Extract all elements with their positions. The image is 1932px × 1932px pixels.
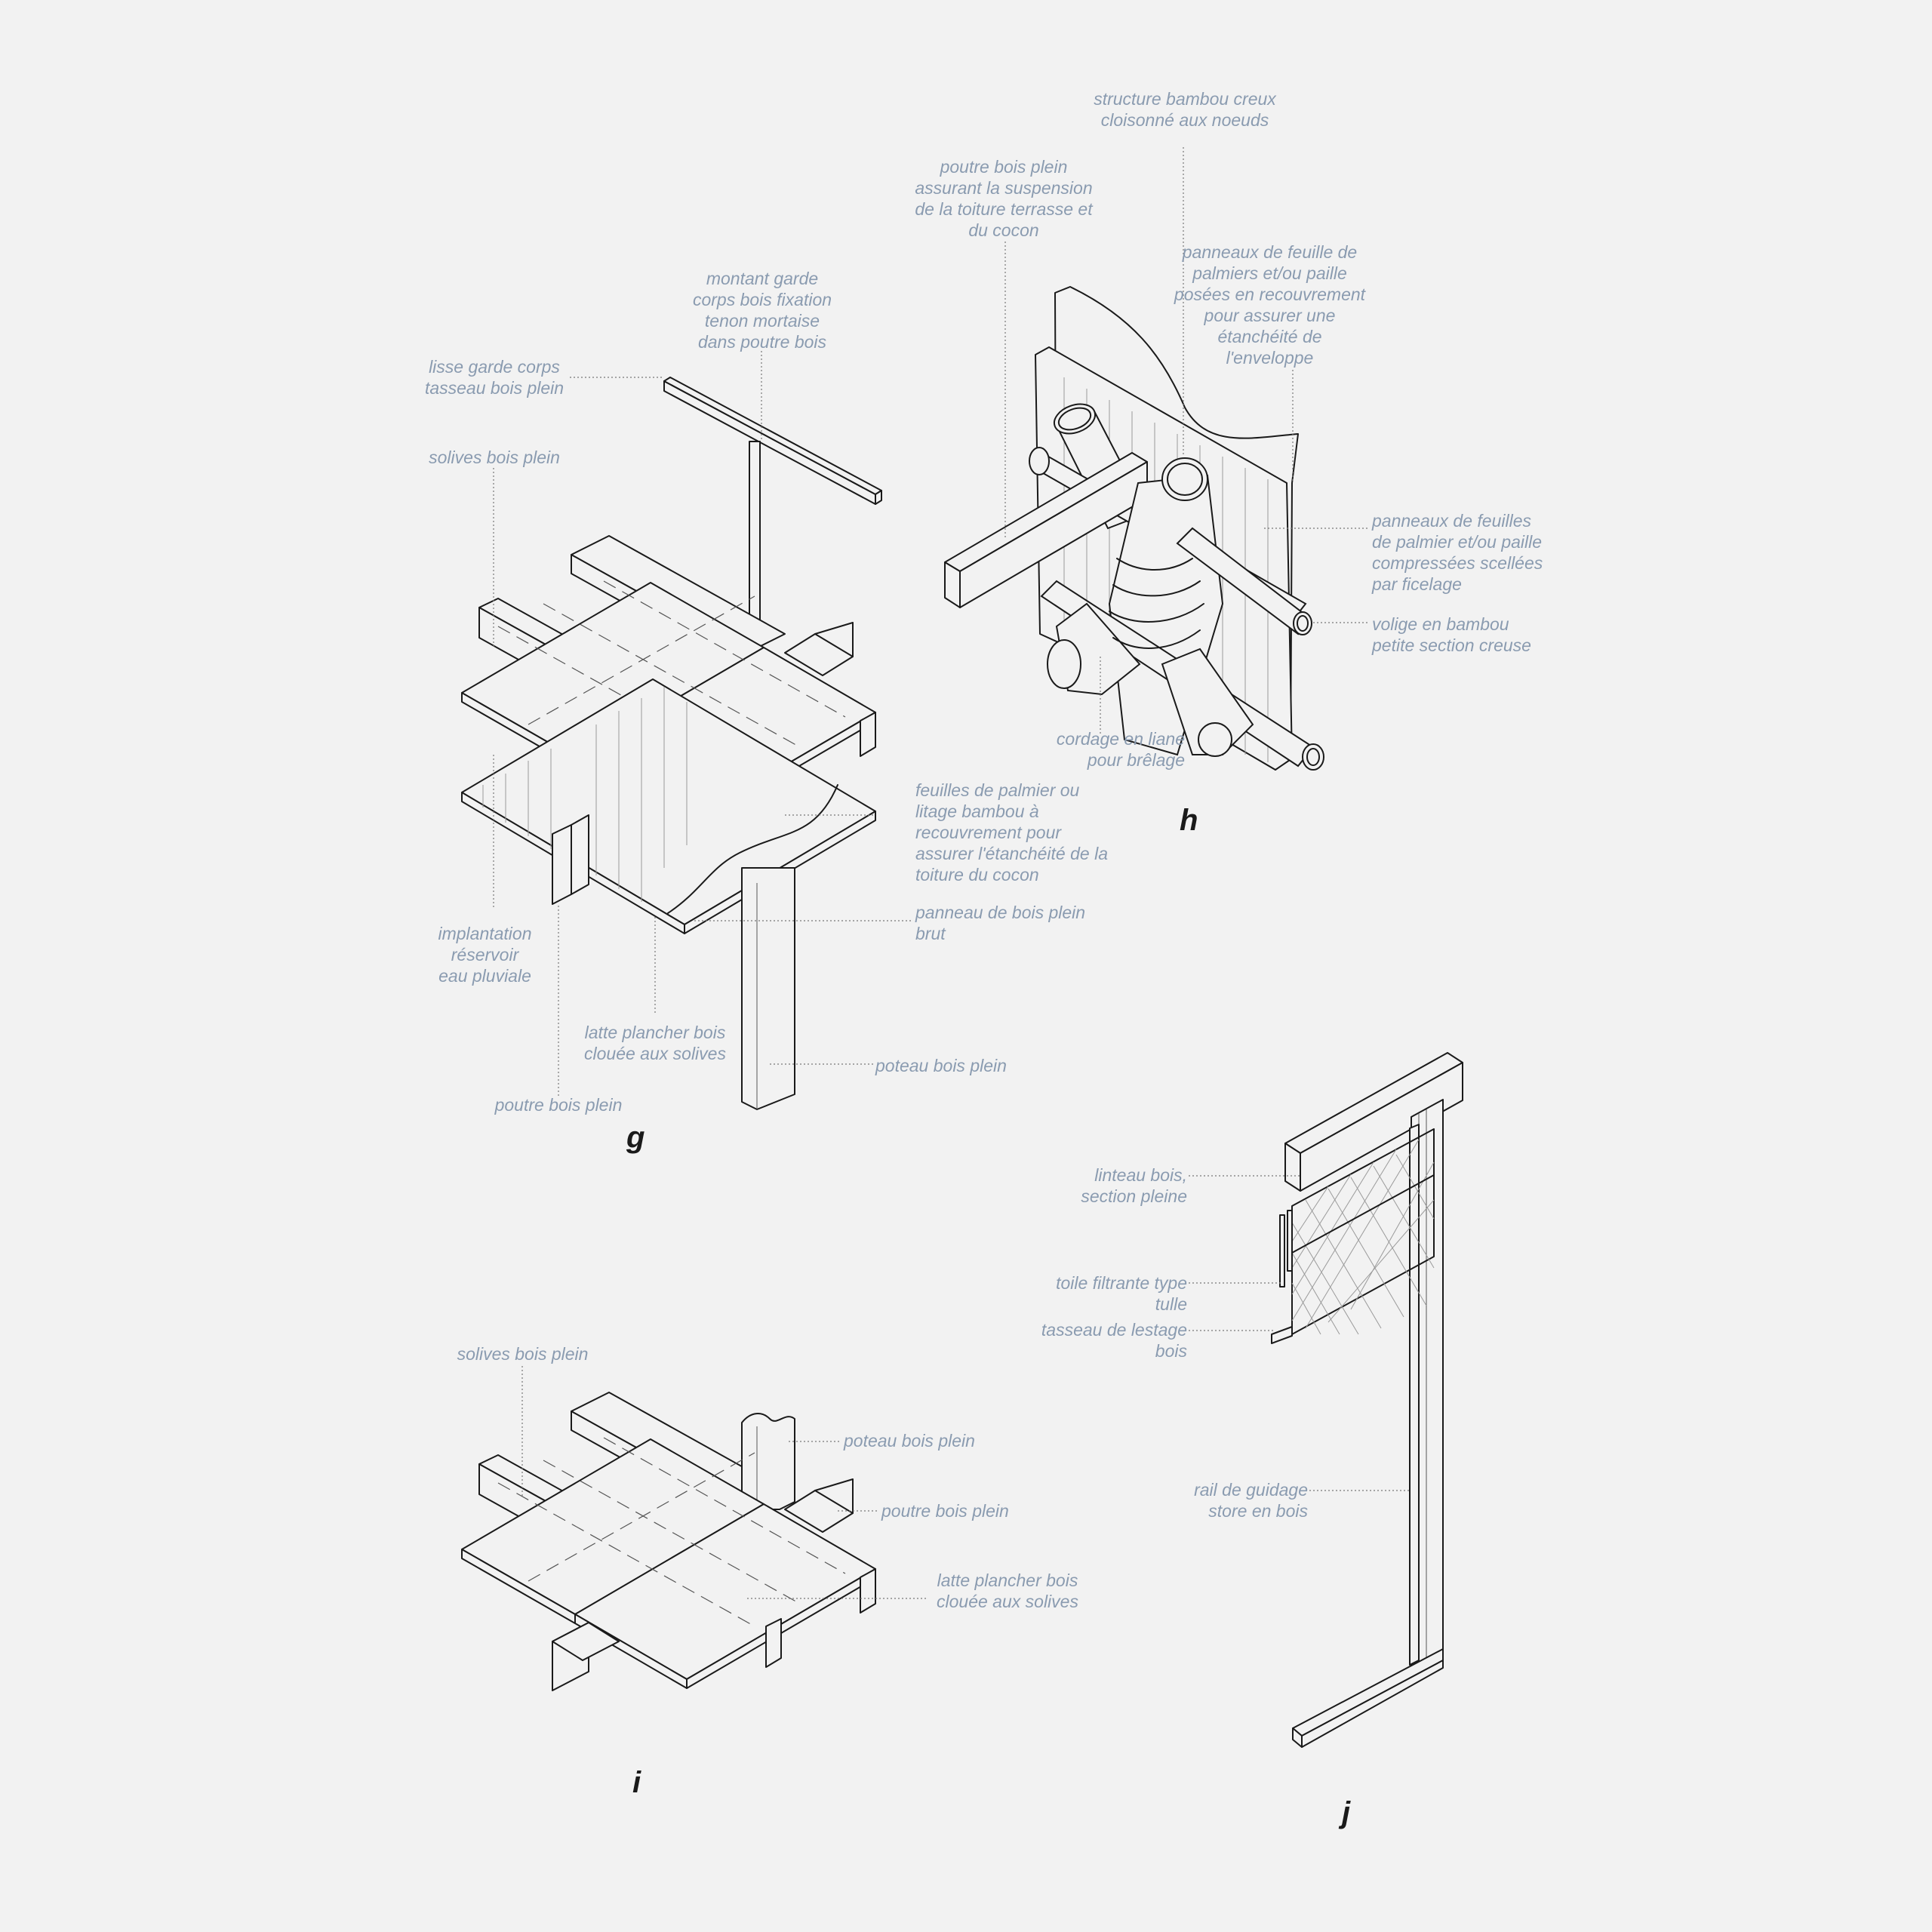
label-h-poutre: poutre bois plein assurant la suspension… [915, 157, 1093, 240]
j-guide-rail [1409, 1124, 1420, 1666]
label-h-volige: volige en bambou petite section creuse [1372, 614, 1531, 655]
label-h-panneaux-feuilles: panneaux de feuilles de palmier et/ou pa… [1372, 511, 1543, 594]
label-j-tasseau: tasseau de lestage bois [1041, 1320, 1187, 1361]
label-g-montant: montant garde corps bois fixation tenon … [692, 269, 832, 352]
label-g-poutre: poutre bois plein [494, 1095, 623, 1115]
j-weight-bar [1271, 1326, 1293, 1344]
label-g-poteau: poteau bois plein [875, 1056, 1007, 1075]
detail-j-drawing [1189, 1052, 1463, 1748]
label-j-rail: rail de guidage store en bois [1194, 1480, 1308, 1521]
label-g-panneau: panneau de bois plein brut [915, 903, 1086, 943]
detail-letter-j: j [1342, 1796, 1351, 1829]
label-g-implantation: implantation réservoir eau pluviale [438, 924, 532, 986]
j-mesh-screen [1291, 1128, 1435, 1335]
j-frame-bottom [1292, 1648, 1444, 1737]
label-j-toile: toile filtrante type tulle [1056, 1273, 1187, 1314]
g-handrail [663, 380, 876, 505]
label-j-linteau: linteau bois, section pleine [1081, 1165, 1187, 1206]
i-post [741, 1413, 795, 1510]
detail-g-drawing [461, 351, 913, 1110]
label-h-structure: structure bambou creux cloisonné aux noe… [1094, 89, 1276, 130]
label-h-cordage: cordage en liane pour brêlage [1056, 729, 1185, 770]
label-g-latte: latte plancher bois clouée aux solives [584, 1023, 726, 1063]
detail-i-drawing [461, 1366, 928, 1691]
detail-h-drawing [944, 147, 1370, 771]
label-i-solives: solives bois plein [457, 1344, 589, 1364]
detail-letter-g: g [626, 1121, 645, 1154]
label-g-lisse: lisse garde corps tasseau bois plein [424, 357, 565, 398]
label-h-panneaux-feuille: panneaux de feuille de palmiers et/ou pa… [1174, 242, 1366, 368]
label-g-solives: solives bois plein [429, 448, 560, 467]
label-i-latte: latte plancher bois clouée aux solives [937, 1571, 1078, 1611]
detail-letter-i: i [632, 1766, 641, 1799]
detail-letter-h: h [1180, 804, 1198, 837]
g-post [741, 867, 795, 1110]
label-i-poutre: poutre bois plein [881, 1501, 1009, 1521]
label-g-feuilles: feuilles de palmier ou litage bambou à r… [915, 780, 1108, 884]
label-i-poteau: poteau bois plein [844, 1431, 975, 1451]
